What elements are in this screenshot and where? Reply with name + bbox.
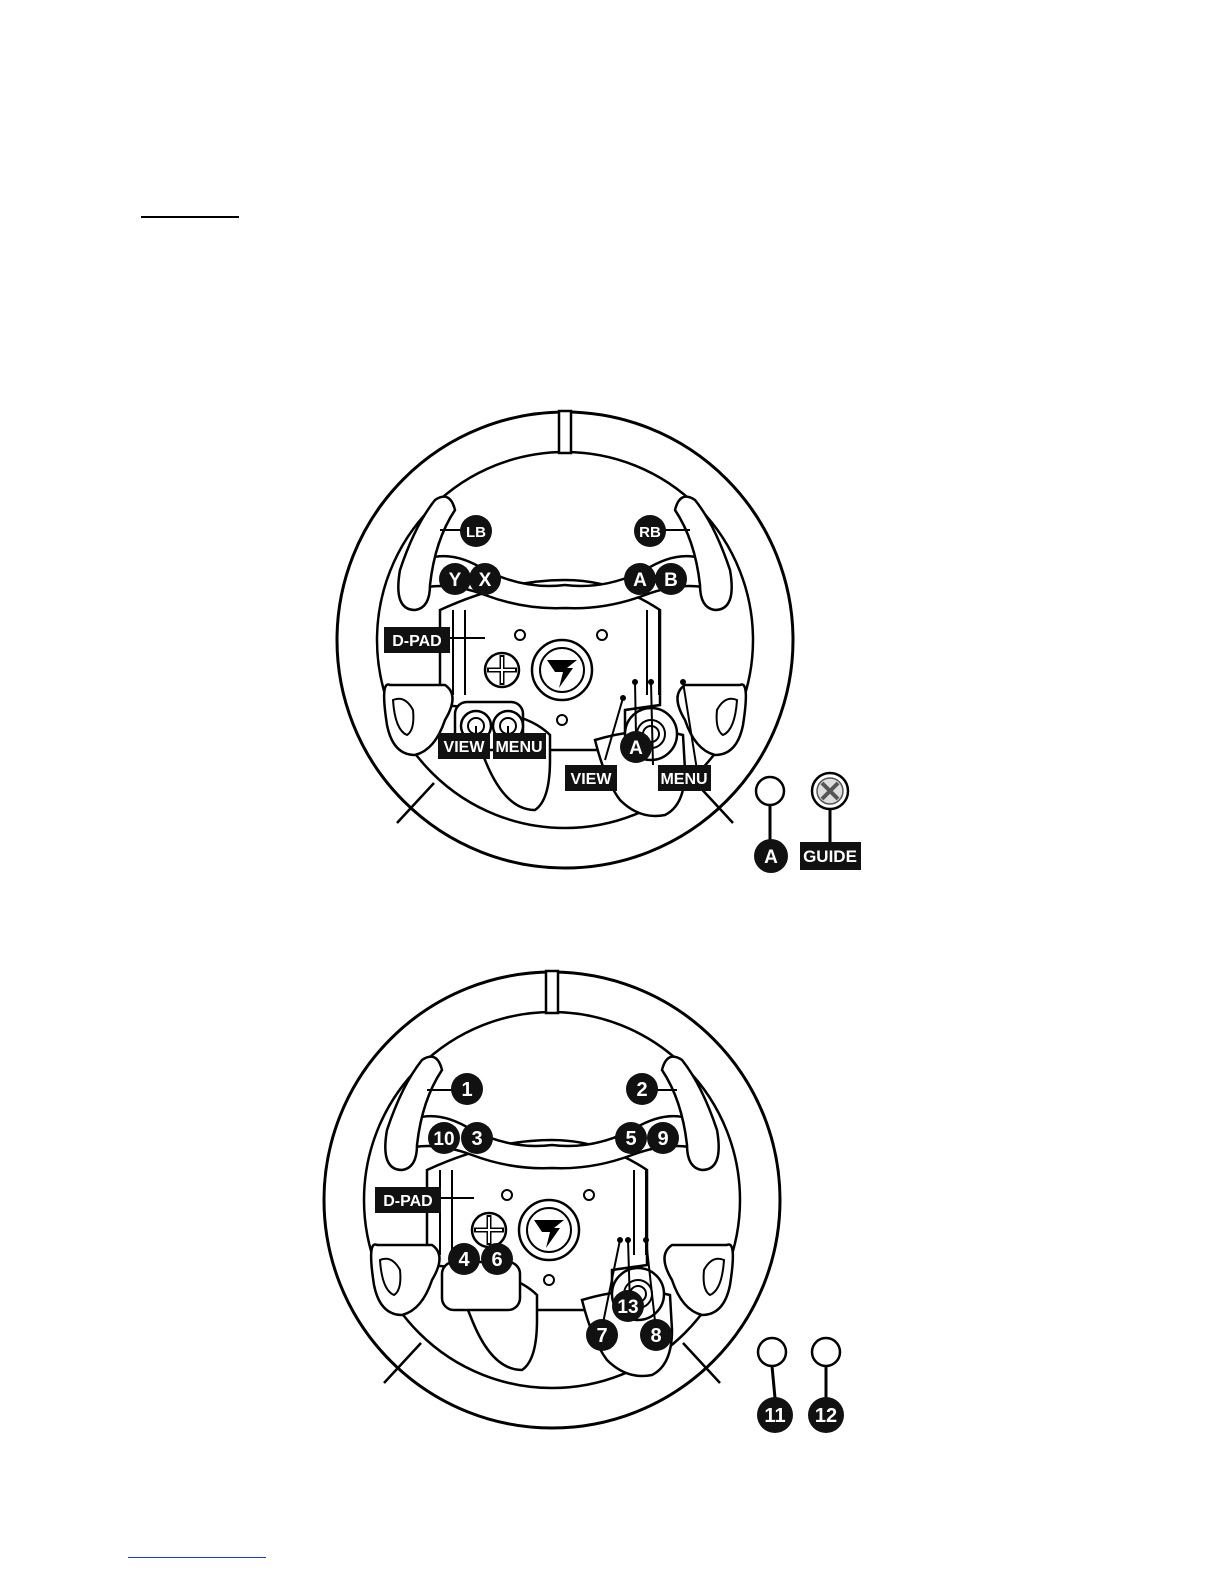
label-lb: LB bbox=[460, 515, 492, 547]
svg-text:A: A bbox=[764, 847, 778, 868]
svg-text:MENU: MENU bbox=[495, 739, 542, 756]
label-8: 8 bbox=[640, 1319, 672, 1351]
label-a: A bbox=[624, 563, 656, 595]
svg-text:5: 5 bbox=[625, 1128, 636, 1150]
xbox-logo-icon bbox=[812, 773, 848, 809]
label-13: 13 bbox=[612, 1290, 644, 1322]
label-b: B bbox=[655, 563, 687, 595]
label-view-left: VIEW bbox=[438, 733, 490, 759]
label-dpad-pc: D-PAD bbox=[375, 1187, 441, 1213]
svg-text:8: 8 bbox=[650, 1325, 661, 1347]
label-menu-right: MENU bbox=[658, 765, 711, 791]
svg-text:MENU: MENU bbox=[660, 771, 707, 788]
svg-text:A: A bbox=[633, 570, 647, 591]
label-y: Y bbox=[439, 563, 471, 595]
label-10: 10 bbox=[428, 1122, 460, 1154]
svg-text:9: 9 bbox=[657, 1128, 668, 1150]
svg-text:7: 7 bbox=[596, 1325, 607, 1347]
label-11: 11 bbox=[757, 1397, 793, 1433]
label-a-center: A bbox=[620, 731, 652, 763]
svg-text:D-PAD: D-PAD bbox=[392, 633, 441, 650]
svg-text:12: 12 bbox=[815, 1405, 837, 1427]
svg-text:4: 4 bbox=[458, 1249, 470, 1271]
label-1: 1 bbox=[451, 1073, 483, 1105]
label-12: 12 bbox=[808, 1397, 844, 1433]
svg-text:A: A bbox=[629, 738, 643, 759]
label-3: 3 bbox=[461, 1122, 493, 1154]
label-6: 6 bbox=[481, 1243, 513, 1275]
svg-text:RB: RB bbox=[639, 524, 661, 541]
svg-text:6: 6 bbox=[491, 1249, 502, 1271]
label-menu-left: MENU bbox=[493, 733, 546, 759]
svg-text:2: 2 bbox=[636, 1079, 647, 1101]
svg-text:Y: Y bbox=[449, 570, 462, 591]
svg-text:GUIDE: GUIDE bbox=[803, 847, 857, 866]
label-rb: RB bbox=[634, 515, 666, 547]
svg-text:3: 3 bbox=[471, 1128, 482, 1150]
label-x: X bbox=[469, 563, 501, 595]
label-4: 4 bbox=[448, 1243, 480, 1275]
svg-text:B: B bbox=[664, 570, 678, 591]
svg-text:VIEW: VIEW bbox=[444, 739, 486, 756]
svg-text:13: 13 bbox=[617, 1297, 638, 1318]
svg-text:D-PAD: D-PAD bbox=[383, 1193, 432, 1210]
label-9: 9 bbox=[647, 1122, 679, 1154]
label-5: 5 bbox=[615, 1122, 647, 1154]
svg-text:VIEW: VIEW bbox=[571, 771, 613, 788]
label-a-rear: A bbox=[754, 839, 788, 873]
label-view-right: VIEW bbox=[565, 765, 617, 791]
svg-text:X: X bbox=[479, 570, 492, 591]
label-7: 7 bbox=[586, 1319, 618, 1351]
label-guide: GUIDE bbox=[800, 842, 861, 870]
label-dpad: D-PAD bbox=[384, 627, 450, 653]
label-2: 2 bbox=[626, 1073, 658, 1105]
svg-text:10: 10 bbox=[433, 1129, 454, 1150]
svg-text:11: 11 bbox=[764, 1405, 785, 1427]
svg-text:1: 1 bbox=[461, 1079, 472, 1101]
svg-text:LB: LB bbox=[466, 524, 486, 541]
